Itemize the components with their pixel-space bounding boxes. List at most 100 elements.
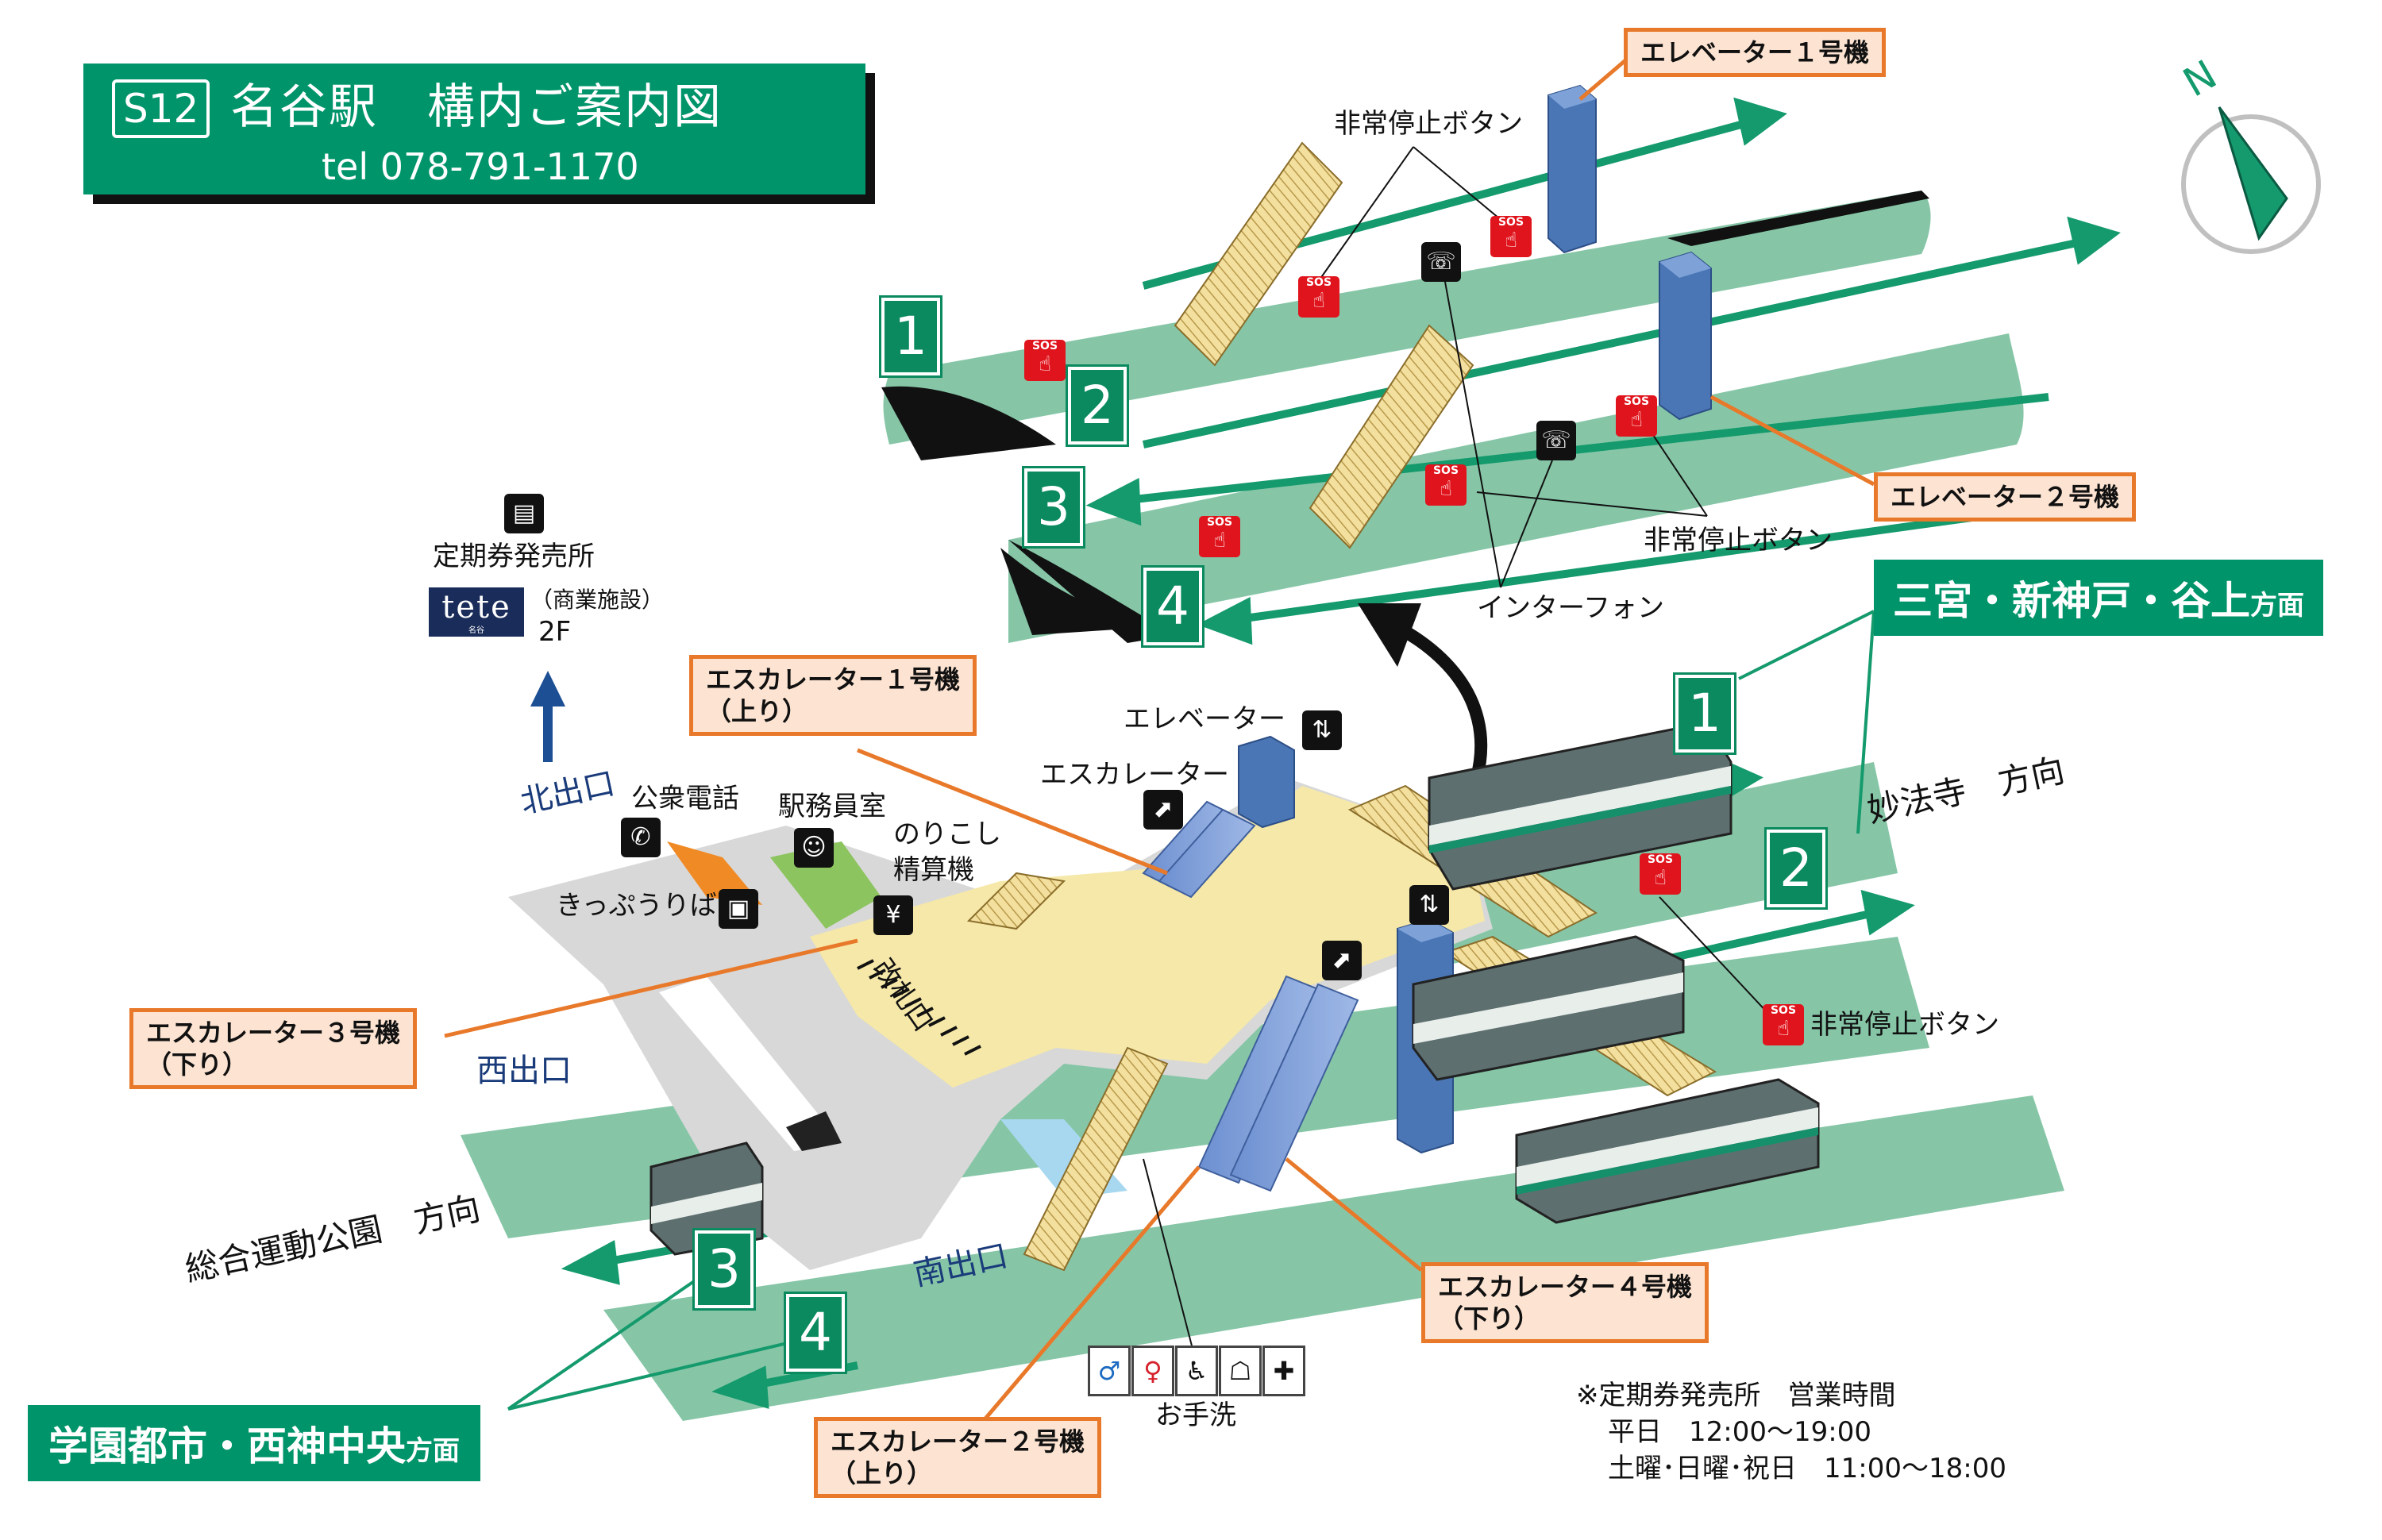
- escalator-1-callout: エスカレーター１号機 （上り）: [689, 655, 977, 736]
- escalator-1-dir: （上り）: [706, 696, 808, 726]
- track-number-2-upper: 2: [1066, 364, 1129, 447]
- train-front: [1515, 1078, 1820, 1224]
- tete-logo-text: tete: [441, 589, 511, 626]
- track-number-4-lower: 4: [784, 1292, 847, 1374]
- elevator-label: エレベーター: [1124, 703, 1285, 735]
- fare-adjust-label-2: 精算機: [893, 854, 974, 886]
- train-upper: [1428, 721, 1733, 891]
- callout-leaders: [444, 50, 1875, 1430]
- tete-logo-sub: 名谷: [468, 626, 484, 635]
- upper-direction-box: 三宮・新神戸・谷上方面: [1874, 560, 2323, 636]
- upper-stair-b: [1309, 324, 1474, 549]
- upper-platform-a: [881, 191, 1931, 460]
- page-title: 名谷駅 構内ご案内図: [230, 79, 723, 135]
- intercom-icon: ☏: [1421, 242, 1461, 282]
- label-pointers: [1143, 146, 1771, 1374]
- ticket-counter-label: きっぷうりば: [556, 890, 717, 922]
- staff-icon: ☺: [794, 828, 834, 868]
- lower-direction-box: 学園都市・西神中央方面: [28, 1405, 480, 1481]
- station-office-label: 駅務員室: [778, 791, 886, 822]
- escalator-4-callout: エスカレーター４号機 （下り）: [1421, 1262, 1709, 1343]
- concourse-stair-b: [1023, 1046, 1169, 1272]
- station-tel: tel 078-791-1170: [322, 145, 639, 188]
- elevator-icon: ⇅: [1409, 885, 1449, 925]
- sos-button-icon: SOS☝: [1763, 1004, 1804, 1045]
- emergency-stop-label-mid: 非常停止ボタン: [1644, 525, 1833, 556]
- track-number-3-upper: 3: [1022, 466, 1085, 549]
- intercom-icon: ☏: [1536, 421, 1576, 460]
- elevator-2-callout: エレベーター２号機: [1874, 472, 2137, 522]
- track-number-4-upper: 4: [1141, 565, 1204, 648]
- lower-direction-main: 学園都市・西神中央: [48, 1423, 406, 1469]
- escalator-2-callout: エスカレーター２号機 （上り）: [814, 1417, 1102, 1498]
- sos-button-icon: SOS☝: [1024, 340, 1066, 381]
- toilet-label: お手洗: [1155, 1399, 1236, 1431]
- intercom-label: インターフォン: [1477, 592, 1664, 624]
- sos-button-icon: SOS☝: [1425, 464, 1467, 506]
- upper-track-arrows: [1085, 97, 2121, 645]
- escalator-icon: ⬈: [1143, 790, 1183, 830]
- escalator-2-dir: （上り）: [831, 1458, 933, 1488]
- escalator-icon: ⬈: [1322, 941, 1362, 980]
- direction-leaders: [507, 610, 1875, 1411]
- hours-weekday: 平日 12:00〜19:00: [1608, 1416, 1871, 1448]
- escalator-1-name: エスカレーター１号機: [706, 664, 961, 695]
- men-toilet-icon: ♂: [1088, 1346, 1131, 1396]
- upper-platform-b: [1000, 333, 2024, 643]
- commuter-pass-label: 定期券発売所: [433, 541, 595, 572]
- escalator-3-name: エスカレーター３号機: [146, 1018, 401, 1048]
- north-exit-arrow: [530, 671, 565, 762]
- sos-button-icon: SOS☝: [1616, 395, 1657, 437]
- hours-weekend: 土曜･日曜･祝日 11:00〜18:00: [1608, 1453, 2006, 1484]
- escalator-2-name: エスカレーター２号機: [831, 1426, 1085, 1457]
- concourse-stair-a: [966, 872, 1066, 930]
- emergency-stop-label-upper: 非常停止ボタン: [1334, 108, 1523, 140]
- commercial-facility-label: （商業施設）: [530, 587, 665, 613]
- sos-button-icon: SOS☝: [1199, 516, 1240, 557]
- sos-button-icon: SOS☝: [1298, 276, 1339, 318]
- escalator-4-shape: [1197, 975, 1359, 1192]
- west-exit-label: 西出口: [476, 1053, 572, 1089]
- escalator-3-callout: エスカレーター３号機 （下り）: [129, 1008, 418, 1089]
- public-phone-label: 公衆電話: [631, 783, 739, 814]
- ticket-machine-icon: ▣: [719, 889, 758, 929]
- emergency-stop-label-lower: 非常停止ボタン: [1810, 1009, 1999, 1041]
- upper-stair-a: [1174, 141, 1343, 367]
- upper-direction-main: 三宮・新神戸・谷上: [1893, 578, 2250, 624]
- track-number-2-lower: 2: [1764, 827, 1828, 910]
- gate-line: [857, 959, 981, 1056]
- hours-title: ※定期券発売所 営業時間: [1576, 1380, 1896, 1411]
- commuter-pass-hours: ※定期券発売所 営業時間 平日 12:00〜19:00 土曜･日曜･祝日 11:…: [1576, 1377, 2006, 1487]
- upper-elevator-2: [1659, 251, 1712, 421]
- escalator-label: エスカレーター: [1040, 759, 1229, 791]
- train-middle: [1412, 935, 1685, 1081]
- upper-direction-suffix: 方面: [2250, 590, 2304, 622]
- title-box: S12 名谷駅 構内ご案内図 tel 078-791-1170: [83, 64, 865, 194]
- train-left: [649, 1142, 764, 1256]
- track-number-3-lower: 3: [692, 1228, 756, 1311]
- phone-icon: ✆: [621, 818, 661, 857]
- baby-changing-icon: ☖: [1219, 1346, 1262, 1396]
- track-number-1-lower: 1: [1673, 672, 1736, 755]
- elevator-icon: ⇅: [1302, 710, 1342, 750]
- sos-button-icon: SOS☝: [1490, 216, 1532, 257]
- escalator-4-name: エスカレーター４号機: [1438, 1272, 1693, 1302]
- accessible-toilet-icon: ♿: [1175, 1346, 1218, 1396]
- fare-machine-icon: ¥: [873, 895, 913, 935]
- station-code: S12: [112, 79, 210, 138]
- ostomate-icon: ✚: [1262, 1346, 1305, 1396]
- floor-label: 2F: [538, 616, 572, 648]
- sos-button-icon: SOS☝: [1640, 853, 1681, 895]
- women-toilet-icon: ♀: [1131, 1346, 1174, 1396]
- concourse-elevator-1: [1238, 735, 1295, 829]
- escalator-4-dir: （下り）: [1438, 1303, 1540, 1334]
- upper-elevator-1: [1548, 84, 1597, 254]
- compass: [2181, 106, 2321, 254]
- commuter-pass-icon: ▤: [504, 494, 544, 533]
- track-number-1-upper: 1: [879, 295, 942, 378]
- lower-direction-suffix: 方面: [406, 1435, 460, 1467]
- fare-adjust-label: のりこし: [893, 818, 1001, 850]
